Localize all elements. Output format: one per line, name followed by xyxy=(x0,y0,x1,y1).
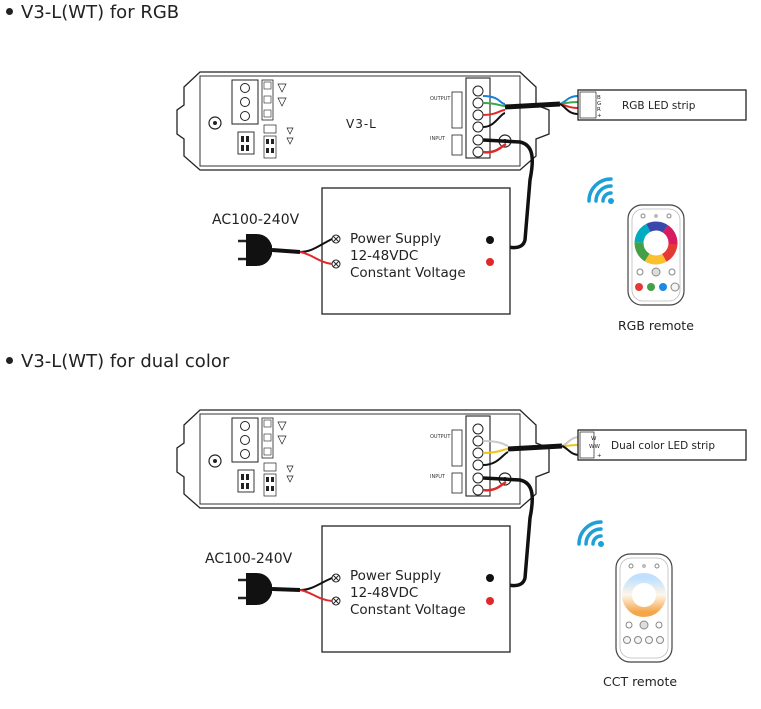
strip-pin-label: WW xyxy=(589,444,600,450)
ac-label: AC100-240V xyxy=(212,212,300,228)
remote-label: CCT remote xyxy=(603,674,677,689)
strip-pin-label: + xyxy=(597,113,602,119)
strip-pin-label: B xyxy=(597,95,601,101)
rgb-remote: RGB remote xyxy=(587,177,694,333)
strip-label: Dual color LED strip xyxy=(611,440,715,452)
led-strip: W WW + Dual color LED strip xyxy=(577,429,747,461)
wifi-signal-icon xyxy=(587,177,614,204)
section-heading-dual-color: V3-L(WT) for dual color xyxy=(6,351,229,372)
power-supply-line: Power Supply xyxy=(350,568,441,584)
power-supply-line: Constant Voltage xyxy=(350,265,466,281)
strip-pin-label: G xyxy=(597,101,601,107)
strip-wires xyxy=(482,95,579,128)
power-supply-line: 12-48VDC xyxy=(350,585,418,601)
controller-unit: OUTPUT INPUT xyxy=(176,409,550,509)
controller-label: V3-L xyxy=(346,117,377,131)
mounting-hole-icon xyxy=(208,116,222,130)
cct-color-wheel-icon xyxy=(622,573,666,617)
controller-body xyxy=(176,409,550,509)
output-terminal-block xyxy=(465,415,491,497)
svg-text:OUTPUT: OUTPUT xyxy=(430,96,451,102)
rgb-color-wheel-icon xyxy=(634,221,678,265)
power-supply-line: Power Supply xyxy=(350,231,441,247)
power-plug-icon: AC100-240V xyxy=(212,212,333,266)
power-supply-line: 12-48VDC xyxy=(350,248,418,264)
section-dual-color: OUTPUT INPUT W WW + Du xyxy=(176,409,747,689)
remote-label: RGB remote xyxy=(618,318,694,333)
input-connector-block xyxy=(231,417,259,463)
bullet-icon xyxy=(6,8,13,15)
dc-red-wire xyxy=(482,480,507,492)
controller-unit: V3-L OUTPUT INPUT xyxy=(176,71,550,171)
cct-remote: CCT remote xyxy=(577,520,677,689)
controller-panel xyxy=(199,75,521,167)
section-rgb: V3-L OUTPUT INPUT xyxy=(176,71,747,333)
power-supply: Power Supply 12-48VDC Constant Voltage xyxy=(321,187,511,315)
strip-pin-label: W xyxy=(591,436,597,442)
led-strip: B G R + RGB LED strip xyxy=(577,89,747,121)
strip-pin-label: R xyxy=(597,107,601,113)
power-supply: Power Supply 12-48VDC Constant Voltage xyxy=(321,525,511,653)
strip-pin-label: + xyxy=(597,453,602,459)
svg-text:INPUT: INPUT xyxy=(430,474,446,480)
ac-label: AC100-240V xyxy=(205,551,293,567)
controller-panel xyxy=(199,413,521,505)
input-connector-block xyxy=(231,79,259,125)
section-heading-rgb: V3-L(WT) for RGB xyxy=(6,2,179,23)
strip-label: RGB LED strip xyxy=(622,100,696,112)
svg-text:OUTPUT: OUTPUT xyxy=(430,434,451,440)
dc-red-wire xyxy=(482,142,507,154)
wifi-signal-icon xyxy=(577,520,604,547)
bullet-icon xyxy=(6,357,13,364)
power-plug-icon: AC100-240V xyxy=(205,551,333,605)
power-supply-line: Constant Voltage xyxy=(350,602,466,618)
mounting-hole-icon xyxy=(208,454,222,468)
svg-text:INPUT: INPUT xyxy=(430,136,446,142)
output-terminal-block xyxy=(465,77,491,159)
controller-body xyxy=(176,71,550,171)
